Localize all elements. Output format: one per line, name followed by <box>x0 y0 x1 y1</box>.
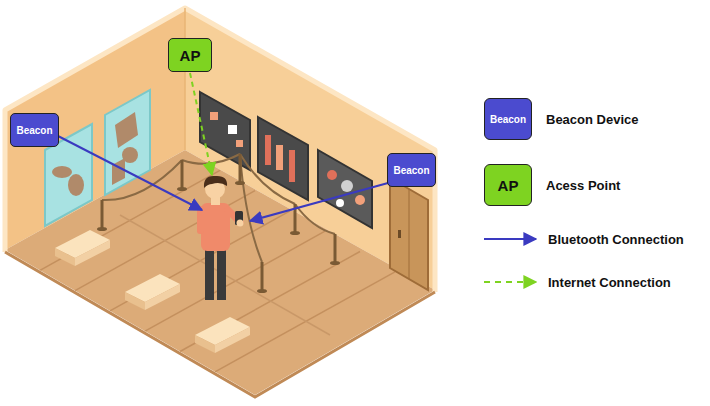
bench <box>195 317 250 353</box>
painting-shape <box>112 158 125 185</box>
bench <box>125 274 180 310</box>
legend-swatch: AP <box>484 164 532 206</box>
device-box: Beacon <box>10 113 59 147</box>
device-label: Beacon <box>16 125 52 136</box>
painting-shape <box>68 174 84 196</box>
painting-shape <box>265 135 271 165</box>
floor <box>5 150 435 395</box>
legend-text: Internet Connection <box>548 275 671 290</box>
legend-line-sample <box>484 238 536 240</box>
legend-swatch: Beacon <box>484 98 532 140</box>
door-handle <box>398 230 401 238</box>
painting-shape <box>52 166 72 178</box>
bluetooth-arrow <box>58 136 202 210</box>
painting-shape <box>336 199 344 207</box>
swatch-label: AP <box>498 177 519 194</box>
legend-text: Beacon Device <box>546 112 639 127</box>
wall-rim <box>5 8 435 292</box>
legend-text: Bluetooth Connection <box>548 232 684 247</box>
painting-shape <box>115 112 138 148</box>
device-box: AP <box>168 38 212 72</box>
bluetooth-arrow <box>250 183 388 221</box>
wall-corner <box>184 8 186 150</box>
internet-arrow <box>190 73 212 175</box>
visitor-figure <box>197 176 244 300</box>
door <box>390 178 428 290</box>
painting-shape <box>228 125 237 134</box>
door-panel <box>409 189 410 279</box>
painting <box>258 117 308 200</box>
painting-shape <box>276 145 283 170</box>
device-label: Beacon <box>393 165 429 176</box>
painting-shape <box>327 170 337 180</box>
swatch-label: Beacon <box>490 114 526 125</box>
painting-shape <box>236 140 243 147</box>
painting-shape <box>210 112 218 120</box>
bench <box>55 230 110 266</box>
painting-shape <box>289 150 295 182</box>
legend-line-sample <box>484 281 536 283</box>
floor-planks <box>40 170 395 371</box>
device-label: AP <box>180 47 201 64</box>
painting-shape <box>355 195 365 205</box>
device-box: Beacon <box>387 153 436 187</box>
painting-shape <box>341 180 353 192</box>
legend-text: Acess Point <box>546 178 620 193</box>
